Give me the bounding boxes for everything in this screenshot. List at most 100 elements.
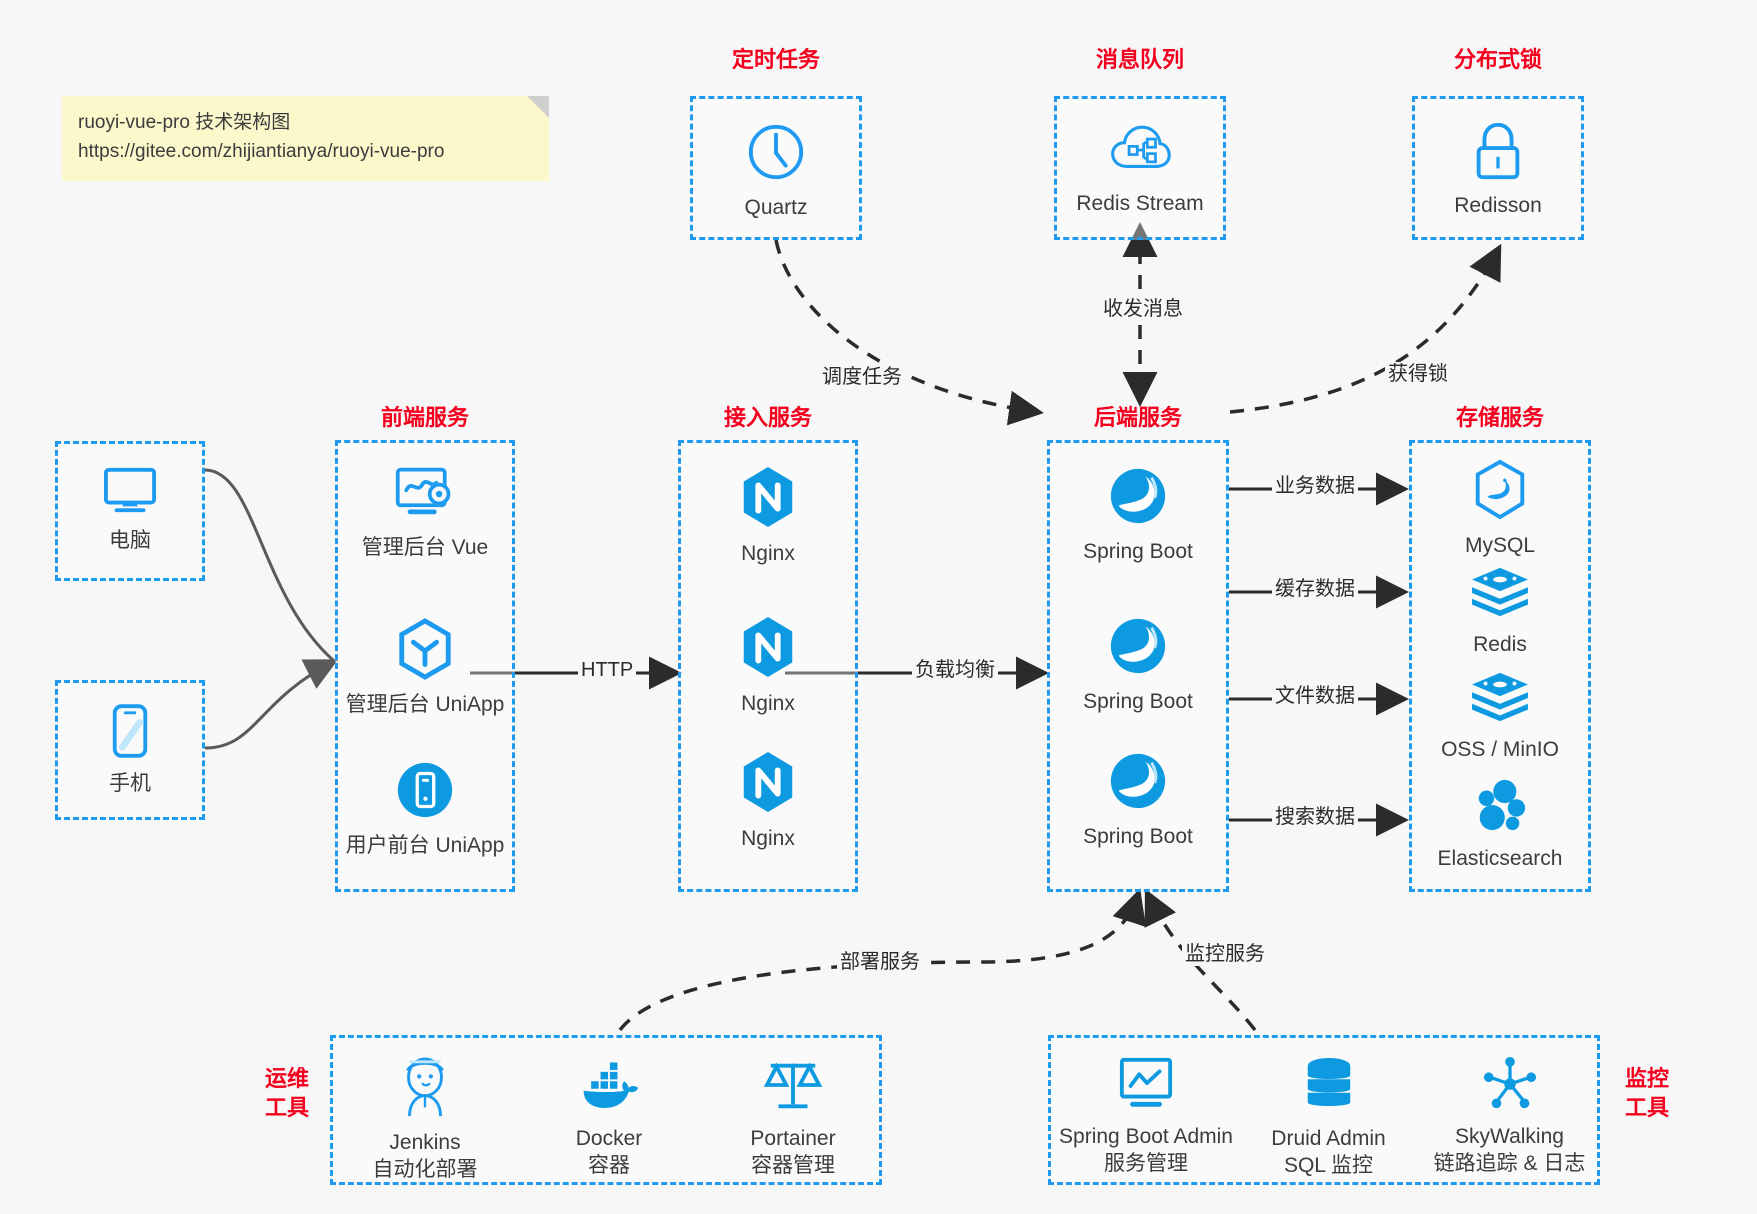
node-oss-minio[interactable]: OSS / MinIO	[1412, 671, 1588, 763]
spring-icon	[1050, 465, 1226, 532]
node-elasticsearch[interactable]: Elasticsearch	[1412, 778, 1588, 872]
monitoring-title-line-2: 工具	[1624, 1094, 1669, 1120]
node-admin-uniapp[interactable]: 管理后台 UniApp	[338, 618, 512, 718]
node-sublabel: 服务管理	[1104, 1152, 1188, 1176]
node-label: Redis Stream	[1076, 192, 1204, 215]
spring-icon	[1050, 750, 1226, 817]
node-nginx-2[interactable]: Nginx	[681, 615, 855, 717]
node-user-uniapp[interactable]: 用户前台 UniApp	[338, 759, 512, 859]
nginx-icon	[681, 465, 855, 534]
node-skywalking[interactable]: SkyWalking 链路追踪 & 日志	[1416, 1056, 1603, 1178]
node-label: 用户前台 UniApp	[345, 834, 505, 857]
spring-icon	[1050, 615, 1226, 682]
node-label: Nginx	[741, 827, 795, 850]
node-sublabel: 自动化部署	[372, 1158, 478, 1182]
devops-title-line-1: 运维	[264, 1066, 309, 1091]
group-title-devops: 运维 工具	[252, 1065, 322, 1122]
jenkins-icon	[333, 1056, 517, 1123]
node-mysql[interactable]: MySQL	[1412, 459, 1588, 559]
node-nginx-1[interactable]: Nginx	[681, 465, 855, 567]
note-fold-corner	[527, 96, 549, 118]
edge-label-deploy-service: 部署服务	[837, 950, 923, 974]
edge-label-file-data: 文件数据	[1272, 684, 1358, 708]
desktop-icon	[58, 464, 202, 521]
group-devops: Jenkins 自动化部署 Docker 容器	[330, 1035, 882, 1185]
group-client-phone: 手机	[55, 680, 205, 820]
node-spring-boot-admin[interactable]: Spring Boot Admin 服务管理	[1051, 1056, 1241, 1178]
node-label: Redis	[1473, 633, 1527, 656]
group-gateway: Nginx Nginx Nginx	[678, 440, 858, 892]
node-label: Quartz	[744, 196, 808, 219]
node-label: 管理后台 UniApp	[345, 693, 505, 716]
group-monitoring: Spring Boot Admin 服务管理 Druid Admin SQL 监…	[1048, 1035, 1600, 1185]
nginx-icon	[681, 750, 855, 819]
edge-label-acquire-lock: 获得锁	[1385, 362, 1451, 386]
redis-icon	[1412, 566, 1588, 625]
group-title-distributed-lock: 分布式锁	[1453, 47, 1542, 72]
oss-minio-icon	[1412, 671, 1588, 730]
node-phone[interactable]: 手机	[58, 703, 202, 797]
node-label: Elasticsearch	[1437, 847, 1563, 870]
node-redisson[interactable]: Redisson	[1415, 121, 1581, 219]
node-label: Nginx	[741, 542, 795, 565]
group-title-backend: 后端服务	[1093, 405, 1182, 430]
dashboard-gear-icon	[338, 465, 512, 528]
node-label: MySQL	[1464, 534, 1535, 557]
node-label: Spring Boot	[1083, 690, 1193, 713]
skywalking-icon	[1416, 1056, 1603, 1117]
node-label: Jenkins	[389, 1131, 461, 1154]
group-scheduled-task: Quartz	[690, 96, 862, 240]
edge-label-send-receive-message: 收发消息	[1100, 297, 1186, 321]
group-title-message-queue: 消息队列	[1095, 47, 1184, 72]
node-label: SkyWalking	[1455, 1125, 1564, 1148]
group-title-scheduled-task: 定时任务	[731, 47, 820, 72]
nginx-icon	[681, 615, 855, 684]
edge-label-http: HTTP	[578, 658, 637, 682]
edge-label-schedule-task: 调度任务	[819, 365, 905, 389]
node-spring-boot-3[interactable]: Spring Boot	[1050, 750, 1226, 850]
edge-label-load-balance: 负载均衡	[912, 658, 998, 682]
mysql-icon	[1412, 459, 1588, 526]
scales-icon	[701, 1056, 885, 1119]
hexagon-y-icon	[338, 618, 512, 685]
node-redis-stream[interactable]: Redis Stream	[1057, 121, 1223, 217]
node-redis[interactable]: Redis	[1412, 566, 1588, 658]
node-jenkins[interactable]: Jenkins 自动化部署	[333, 1056, 517, 1184]
group-client-computer: 电脑	[55, 441, 205, 581]
group-frontend: 管理后台 Vue 管理后台 UniApp 用户前台 UniApp	[335, 440, 515, 892]
group-title-gateway: 接入服务	[723, 405, 812, 430]
node-admin-vue[interactable]: 管理后台 Vue	[338, 465, 512, 561]
phone-circle-icon	[338, 759, 512, 826]
cloud-stream-icon	[1057, 121, 1223, 184]
node-computer[interactable]: 电脑	[58, 464, 202, 554]
node-spring-boot-2[interactable]: Spring Boot	[1050, 615, 1226, 715]
node-sublabel: 容器	[588, 1154, 630, 1178]
node-label: Docker	[575, 1127, 643, 1150]
node-label: Spring Boot	[1083, 825, 1193, 848]
node-quartz[interactable]: Quartz	[693, 121, 859, 221]
monitor-chart-icon	[1051, 1056, 1241, 1117]
node-druid-admin[interactable]: Druid Admin SQL 监控	[1241, 1056, 1416, 1180]
node-label: Spring Boot	[1083, 540, 1193, 563]
node-spring-boot-1[interactable]: Spring Boot	[1050, 465, 1226, 565]
node-nginx-3[interactable]: Nginx	[681, 750, 855, 852]
node-label: Portainer	[750, 1127, 836, 1150]
database-icon	[1241, 1056, 1416, 1119]
node-label: Nginx	[741, 692, 795, 715]
node-sublabel: 容器管理	[751, 1154, 835, 1178]
group-message-queue: Redis Stream	[1054, 96, 1226, 240]
edge-label-cache-data: 缓存数据	[1272, 577, 1358, 601]
node-docker[interactable]: Docker 容器	[517, 1056, 701, 1180]
node-label: 手机	[109, 772, 151, 795]
group-distributed-lock: Redisson	[1412, 96, 1584, 240]
group-title-storage: 存储服务	[1455, 405, 1544, 430]
node-label: Redisson	[1454, 194, 1542, 217]
group-backend: Spring Boot Spring Boot Spring Boot	[1047, 440, 1229, 892]
node-portainer[interactable]: Portainer 容器管理	[701, 1056, 885, 1180]
docker-icon	[517, 1056, 701, 1119]
group-storage: MySQL Redis	[1409, 440, 1591, 892]
note-line-1: ruoyi-vue-pro 技术架构图	[78, 112, 291, 133]
node-sublabel: 链路追踪 & 日志	[1433, 1152, 1586, 1176]
mobile-icon	[58, 703, 202, 764]
group-title-monitoring: 监控 工具	[1612, 1065, 1682, 1122]
